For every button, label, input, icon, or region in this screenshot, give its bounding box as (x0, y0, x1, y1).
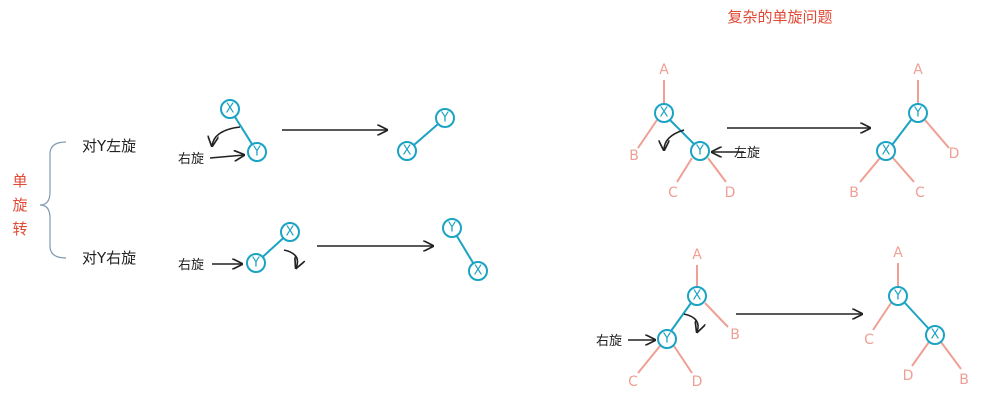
bottom-after-node-y (888, 286, 908, 306)
top-before-node-y (690, 141, 710, 161)
row2-label: 对Y右旋 (82, 249, 136, 267)
bottom-after-node-x (925, 325, 945, 345)
top-before-label-d: D (725, 185, 736, 201)
top-after-node-y (908, 103, 928, 123)
row2-note: 右旋 (178, 258, 204, 273)
row2-before-label-y: Y (251, 256, 260, 271)
top-before-label-c: C (668, 185, 678, 201)
top-after-node-x (876, 141, 896, 161)
bottom-before-tree: A X B Y C D (628, 247, 740, 390)
category-char-2: 旋 (12, 196, 27, 214)
row1-before-label-y: Y (252, 145, 261, 160)
row2-before-node-y (246, 253, 266, 273)
category-label: 单 旋 转 (12, 172, 27, 238)
row2-before-tree: X Y (246, 222, 300, 273)
bottom-before-label-c: C (628, 374, 638, 390)
row1-after-node-y (435, 108, 455, 128)
top-after-label-a: A (913, 62, 923, 78)
bottom-before-label-d: D (692, 374, 703, 390)
top-after-tree: A Y D X B C (849, 62, 959, 201)
top-before-label-y: Y (695, 144, 704, 159)
bottom-after-label-x: X (931, 328, 940, 343)
bottom-before-node-y (657, 329, 677, 349)
bottom-after-label-c: C (864, 332, 874, 348)
bottom-after-label-d: D (903, 368, 914, 384)
category-char-3: 转 (12, 220, 27, 238)
row1-note-arrow (209, 155, 244, 158)
row1-after-tree: Y X (397, 108, 455, 161)
row1-after-node-x (397, 141, 417, 161)
row1-label: 对Y左旋 (82, 137, 136, 155)
top-after-label-c: C (915, 185, 925, 201)
row2-before-label-x: X (286, 225, 295, 240)
row1-after-label-y: Y (440, 111, 449, 126)
bottom-before-label-a: A (692, 247, 702, 263)
row2-after-node-y (442, 218, 462, 238)
row1-rotate-arc (212, 126, 241, 146)
row2-before-node-x (280, 222, 300, 242)
row1-before-label-x: X (226, 102, 235, 117)
top-before-label-x: X (660, 106, 669, 121)
bottom-before-node-x (687, 286, 707, 306)
top-after-label-b: B (849, 185, 859, 201)
bottom-after-tree: A Y C X D B (864, 245, 969, 388)
row2-rotate-arc (283, 249, 298, 268)
top-after-label-d: D (949, 146, 960, 162)
bottom-before-label-b: B (730, 327, 740, 343)
top-note: 左旋 (734, 146, 760, 161)
row1-note: 右旋 (178, 152, 204, 167)
top-before-label-a: A (659, 62, 669, 78)
top-rotate-arc (664, 129, 685, 150)
right-title: 复杂的单旋问题 (727, 8, 832, 26)
bottom-after-label-b: B (959, 372, 969, 388)
bottom-after-label-a: A (893, 245, 903, 261)
bottom-before-label-y: Y (662, 332, 671, 347)
row1-before-node-x (220, 99, 240, 119)
top-after-label-x: X (882, 144, 891, 159)
curly-brace (39, 141, 67, 259)
bottom-before-label-x: X (693, 289, 702, 304)
row2-after-label-y: Y (447, 221, 456, 236)
row2-after-tree: Y X (442, 218, 488, 281)
top-after-label-y: Y (913, 106, 922, 121)
category-char-1: 单 (12, 172, 27, 190)
top-before-label-b: B (629, 148, 639, 164)
bottom-note: 右旋 (596, 334, 622, 349)
bottom-after-label-y: Y (893, 289, 902, 304)
row2-after-node-x (468, 261, 488, 281)
top-before-node-x (654, 103, 674, 123)
top-before-tree: A X B Y C D (629, 62, 735, 201)
row1-before-node-y (247, 142, 267, 162)
bottom-rotate-arc (683, 313, 698, 332)
row1-after-label-x: X (403, 144, 412, 159)
row1-before-tree: X Y (220, 99, 267, 162)
row2-after-label-x: X (474, 264, 483, 279)
